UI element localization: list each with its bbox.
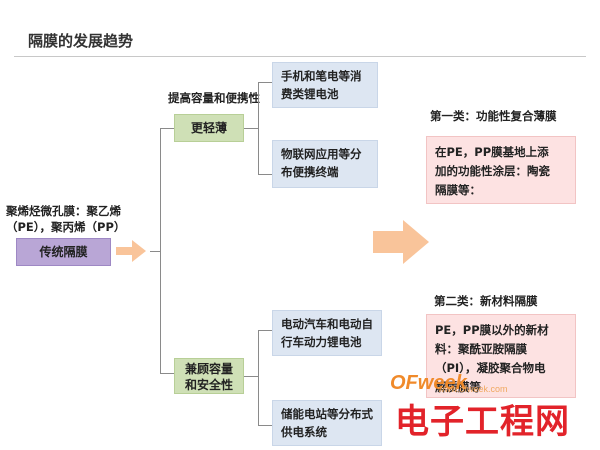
leaf-3-line1: 电动汽车和电动自 — [281, 317, 373, 331]
branch-bottom-vertical-line — [258, 330, 259, 425]
connector-root — [150, 251, 160, 252]
category1-box: 在PE，PP膜基地上添 加的功能性涂层：陶瓷 隔膜等： — [426, 136, 576, 204]
leaf-4-connector — [258, 425, 272, 426]
root-node-traditional-separator: 传统隔膜 — [16, 238, 111, 266]
root-caption-line2: （PE），聚丙烯（PP） — [6, 220, 126, 234]
category2-line4: 解质膜等 — [435, 380, 481, 394]
category1-line3: 隔膜等： — [435, 183, 481, 197]
leaf-2-connector — [258, 174, 272, 175]
leaf-iot-terminals: 物联网应用等分 布便携终端 — [272, 140, 378, 188]
category1-line1: 在PE，PP膜基地上添 — [435, 145, 549, 159]
branch-node-thinner: 更轻薄 — [174, 114, 244, 142]
leaf-consumer-batteries: 手机和笔电等消 费类锂电池 — [272, 62, 378, 108]
branch-bottom-line2: 和安全性 — [184, 378, 233, 392]
category2-line1: PE，PP膜以外的新材 — [435, 323, 549, 337]
branch-top-caption: 提高容量和便携性 — [168, 91, 260, 105]
leaf-4-line2: 供电系统 — [281, 425, 327, 439]
watermark-site-name: 电子工程网 — [395, 402, 570, 442]
leaf-2-line1: 物联网应用等分 — [281, 147, 362, 161]
tree-trunk-line — [160, 128, 161, 373]
leaf-ev-batteries: 电动汽车和电动自 行车动力锂电池 — [272, 310, 382, 356]
category2-line2: 料：聚酰亚胺隔膜 — [435, 342, 527, 356]
leaf-energy-storage: 储能电站等分布式 供电系统 — [272, 400, 382, 446]
leaf-3-line2: 行车动力锂电池 — [281, 335, 362, 349]
big-arrow-right-icon — [373, 220, 429, 264]
category2-line3: （PI），凝胶聚合物电 — [435, 361, 546, 375]
watermark-logo: OFweek — [390, 372, 467, 394]
connector-top — [160, 128, 174, 129]
category1-line2: 加的功能性涂层：陶瓷 — [435, 164, 550, 178]
arrow-right-icon — [116, 240, 146, 262]
category2-box: PE，PP膜以外的新材 料：聚酰亚胺隔膜 （PI），凝胶聚合物电 解质膜等 — [426, 314, 576, 398]
branch-node-capacity-safety: 兼顾容量 和安全性 — [174, 358, 244, 394]
leaf-1-line1: 手机和笔电等消 — [281, 69, 362, 83]
connector-bottom — [160, 373, 174, 374]
root-caption-line1: 聚烯烃微孔膜：聚乙烯 — [6, 204, 121, 218]
leaf-3-connector — [258, 330, 272, 331]
leaf-1-line2: 费类锂电池 — [281, 87, 339, 101]
branch-bottom-join — [244, 376, 258, 377]
leaf-1-connector — [258, 82, 272, 83]
branch-top-vertical-line — [258, 82, 259, 174]
watermark-url: www.ofweek.com — [438, 384, 508, 394]
category2-heading: 第二类：新材料隔膜 — [434, 294, 538, 308]
leaf-4-line1: 储能电站等分布式 — [281, 407, 373, 421]
page-title: 隔膜的发展趋势 — [28, 32, 134, 50]
category1-heading: 第一类：功能性复合薄膜 — [430, 109, 557, 123]
leaf-2-line2: 布便携终端 — [281, 165, 339, 179]
branch-bottom-line1: 兼顾容量 — [184, 362, 233, 376]
branch-top-join — [244, 128, 258, 129]
title-divider — [14, 56, 586, 57]
